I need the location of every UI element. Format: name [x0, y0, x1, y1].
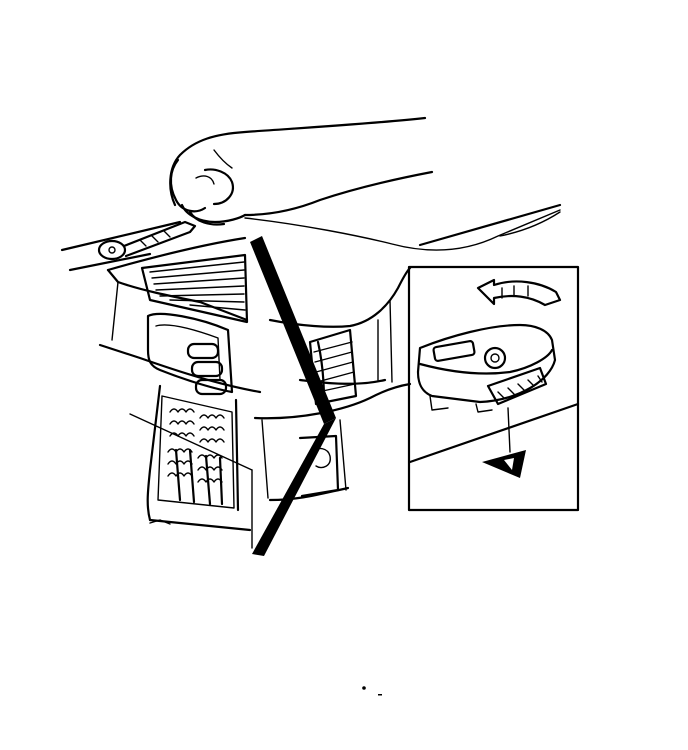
top-grille [140, 253, 249, 324]
console-body [60, 203, 562, 549]
front-panel [146, 312, 234, 396]
hand-icon [169, 116, 434, 226]
inset-detail [407, 265, 580, 512]
fuse-block [129, 384, 253, 549]
down-arrow-icon [482, 450, 526, 478]
key-icon [97, 220, 197, 261]
lid-swing-bracket [250, 236, 336, 556]
rotate-arrow-icon [476, 278, 562, 307]
cartridge [416, 323, 557, 413]
